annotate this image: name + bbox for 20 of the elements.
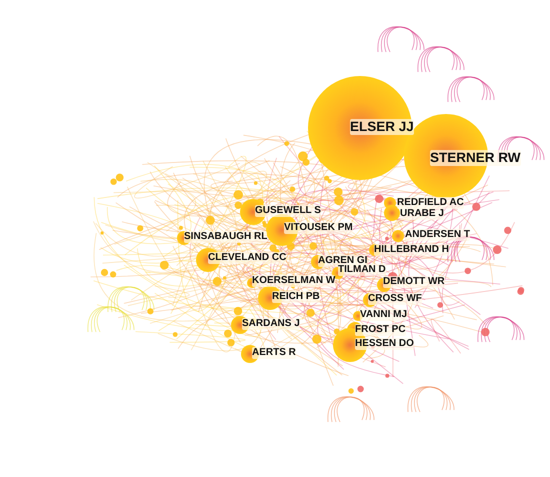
node-label: FROST PC [355,324,406,336]
node-label: REICH PB [272,291,320,303]
node-label: CROSS WF [368,293,422,305]
node-label: HILLEBRAND H [374,244,449,256]
node-label: REDFIELD AC [397,197,464,209]
node-label: SARDANS J [242,318,300,330]
node-label: STERNER RW [430,150,521,166]
node-label: TILMAN D [338,264,386,276]
node-label: HESSEN DO [355,338,414,350]
node-label: URABE J [400,208,444,220]
node-label: DEMOTT WR [383,276,445,288]
node-label: SINSABAUGH RL [184,231,268,243]
node-label: VITOUSEK PM [284,222,353,234]
node-label: AERTS R [252,347,296,359]
node-label: GUSEWELL S [255,205,321,217]
node-label: KOERSELMAN W [252,275,336,287]
node-label: ELSER JJ [350,119,414,135]
node-label: CLEVELAND CC [208,252,286,264]
node-label: VANNI MJ [360,309,408,321]
node-label: ANDERSEN T [405,229,470,241]
